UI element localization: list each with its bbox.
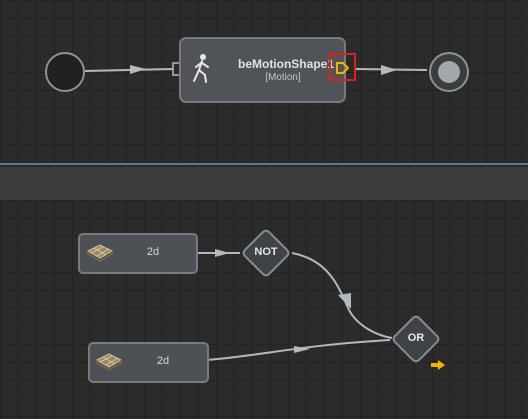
grid-tile-icon bbox=[95, 353, 123, 371]
or-output-port-icon[interactable] bbox=[430, 359, 446, 371]
output-port-highlight bbox=[329, 53, 356, 81]
input-top-label: 2d bbox=[146, 246, 160, 258]
motion-output-port-icon[interactable] bbox=[335, 61, 351, 75]
end-state-inner bbox=[438, 61, 460, 83]
motion-state-node[interactable] bbox=[179, 37, 346, 103]
grid-tile-icon bbox=[86, 244, 114, 262]
state-graph-wires bbox=[84, 62, 428, 76]
panel-splitter[interactable] bbox=[0, 166, 528, 202]
motion-node-title: beMotionShape1 bbox=[237, 57, 334, 71]
motion-node-subtitle: [Motion] bbox=[265, 72, 301, 83]
input-bottom-label: 2d bbox=[156, 355, 170, 367]
panel-separator bbox=[0, 163, 528, 165]
or-gate-label: OR bbox=[407, 332, 425, 344]
start-state-node[interactable] bbox=[45, 52, 85, 92]
not-gate-label: NOT bbox=[254, 246, 278, 258]
wire-arrowhead bbox=[381, 65, 397, 75]
end-state-node[interactable] bbox=[429, 52, 469, 92]
walking-figure-icon bbox=[193, 54, 209, 83]
wire-arrowhead bbox=[130, 65, 146, 74]
wire-start-to-motion bbox=[84, 68, 175, 72]
